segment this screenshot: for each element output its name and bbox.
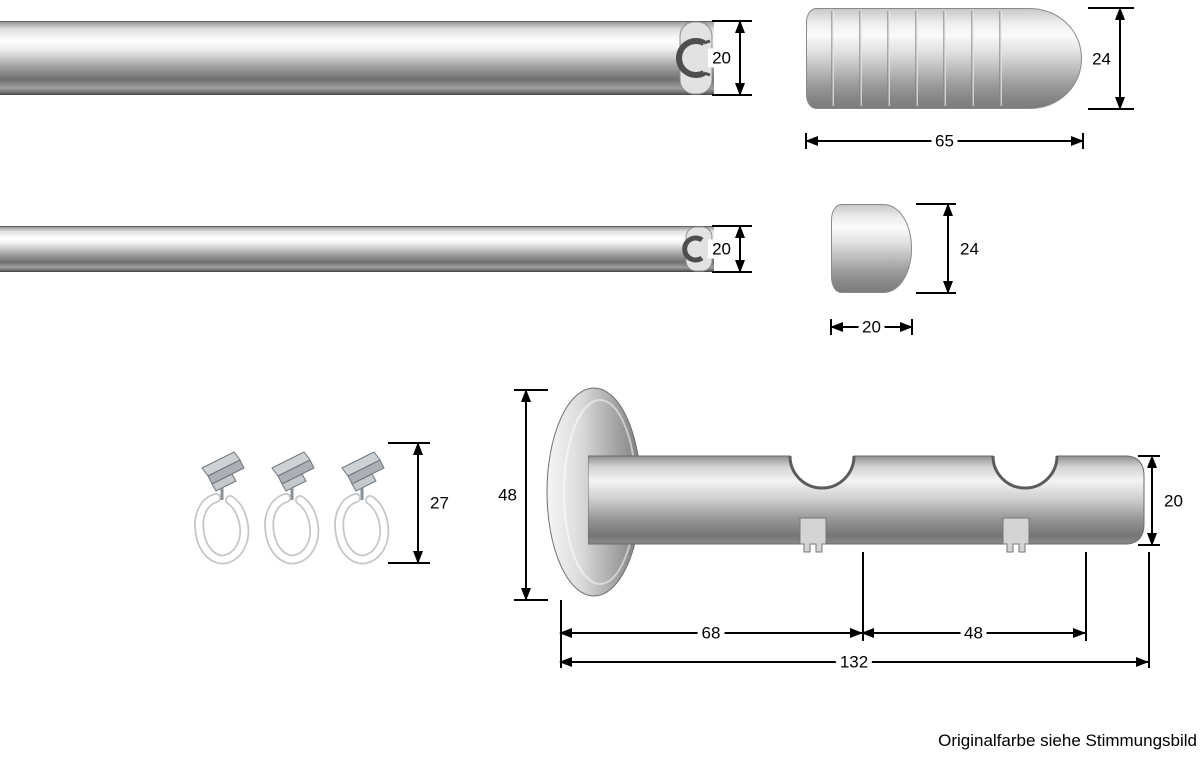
glider-ring [196, 494, 248, 563]
curtain-rail-bottom [0, 226, 714, 272]
bracket-arm-body [588, 455, 1145, 545]
glider-clip [351, 473, 377, 492]
dim-line [739, 226, 741, 272]
arrow-right-icon [1071, 136, 1084, 146]
dim-line [739, 21, 741, 95]
dim-value: 20 [708, 48, 735, 68]
dim-value: 68 [697, 623, 725, 643]
dim-tick [712, 271, 752, 273]
extension-line [1148, 552, 1150, 668]
arrow-up-icon [413, 442, 423, 455]
arrow-down-icon [1115, 97, 1125, 110]
rail-top-end-profile [676, 21, 713, 95]
rail-inner-track-channel [682, 235, 704, 263]
dim-tick [514, 389, 548, 391]
dim-value: 48 [494, 485, 521, 505]
endcap-groove [999, 11, 1002, 106]
arrow-left-icon [861, 628, 874, 638]
arrow-right-icon [900, 322, 913, 332]
dim-value: 24 [956, 239, 983, 258]
cradle-clamp-first [799, 517, 827, 553]
rail-inner-track-channel [676, 38, 706, 78]
curtain-glider-1 [194, 451, 250, 565]
arrow-down-icon [735, 83, 745, 96]
dim-tick [1088, 7, 1134, 9]
dim-value: 20 [708, 239, 735, 259]
dim-value: 20 [858, 317, 885, 337]
arrow-left-icon [559, 628, 572, 638]
arrow-up-icon [735, 225, 745, 238]
dim-value: 24 [1088, 49, 1115, 68]
arrow-up-icon [1115, 7, 1125, 20]
extension-line [1085, 552, 1087, 641]
dim-tick [712, 20, 752, 22]
endcap-groove [943, 11, 946, 106]
curtain-rail-top [0, 21, 714, 95]
dim-value: 132 [835, 652, 873, 672]
glider-clip [347, 459, 385, 485]
rod-cradle-first [788, 455, 856, 490]
arrow-down-icon [1147, 533, 1157, 546]
endcap-groove [915, 11, 918, 106]
arrow-right-icon [1136, 657, 1149, 667]
rail-bottom-end-profile [682, 226, 713, 272]
color-note: Originalfarbe siehe Stimmungsbild [938, 731, 1197, 750]
glider-clip [207, 459, 245, 485]
dim-tick [712, 225, 752, 227]
arrow-left-icon [559, 657, 572, 667]
arrow-up-icon [521, 389, 531, 402]
dim-tick [388, 442, 430, 444]
dim-line [947, 204, 949, 293]
curtain-glider-3 [334, 451, 390, 565]
arrow-left-icon [830, 322, 843, 332]
dim-value: 65 [931, 131, 958, 151]
dim-tick [514, 599, 548, 601]
cradle-clamp-second [1002, 517, 1030, 553]
arrow-up-icon [1147, 455, 1157, 468]
endcap-cylinder-large [806, 8, 1082, 109]
glider-clip [211, 473, 237, 492]
glider-clip [277, 459, 315, 485]
dim-line [1119, 8, 1121, 109]
glider-ring [266, 494, 318, 563]
dim-value: 48 [960, 623, 987, 643]
rail-channel-lips [703, 39, 711, 77]
arrow-down-icon [943, 281, 953, 294]
dim-value: 27 [426, 493, 453, 513]
arrow-left-icon [805, 136, 818, 146]
extension-line [862, 552, 864, 641]
arrow-right-icon [1073, 628, 1086, 638]
dim-tick [916, 292, 956, 294]
dim-line [417, 443, 419, 563]
dim-line [525, 390, 527, 600]
arrow-down-icon [521, 588, 531, 601]
glider-clip [281, 473, 307, 492]
dim-value: 20 [1160, 491, 1187, 510]
arrow-down-icon [735, 260, 745, 273]
dim-tick [712, 94, 752, 96]
bracket-double-arm [588, 455, 1145, 553]
dim-tick [1088, 108, 1134, 110]
endcap-cylinder-small [831, 204, 912, 293]
glider-ring [336, 494, 388, 563]
dim-line [1151, 456, 1153, 545]
endcap-groove [831, 11, 834, 106]
curtain-glider-2 [264, 451, 320, 565]
arrow-down-icon [413, 551, 423, 564]
dim-tick [388, 562, 430, 564]
arrow-up-icon [735, 20, 745, 33]
endcap-groove [887, 11, 890, 106]
arrow-up-icon [943, 203, 953, 216]
arrow-right-icon [850, 628, 863, 638]
rod-cradle-second [991, 455, 1059, 490]
endcap-groove [859, 11, 862, 106]
dim-tick [916, 203, 956, 205]
endcap-groove [971, 11, 974, 106]
